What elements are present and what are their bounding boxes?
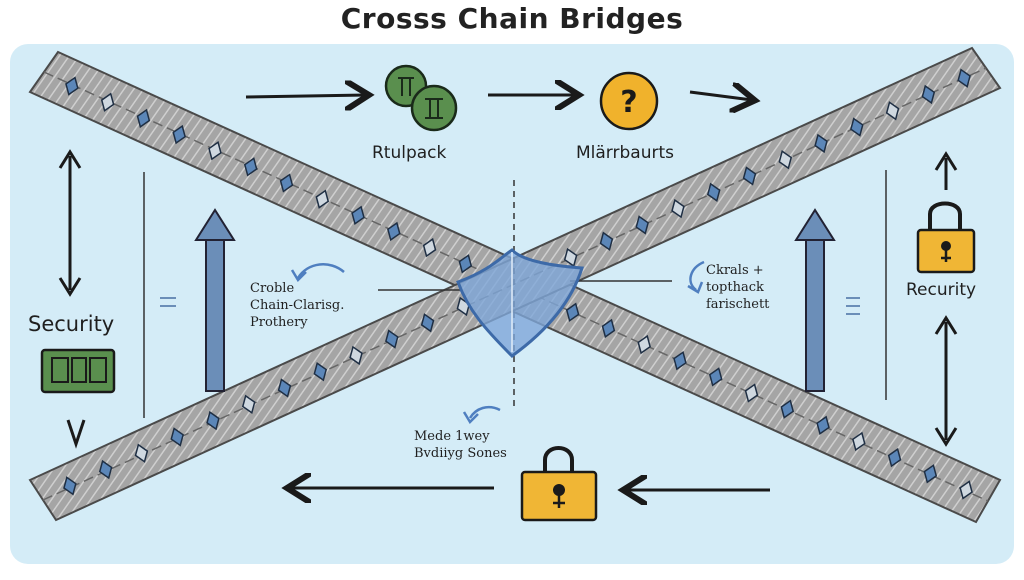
gem-icon [959,480,973,500]
left-note: Croble Chain-Clarisg. Prothery [250,280,344,331]
padlock-icon-bottom [520,446,598,522]
gem-icon [279,173,294,193]
wallet-icon [40,348,116,394]
diagram-title: Crosss Chain Bridges [340,2,684,35]
left-note-line-1: Croble [250,281,295,296]
left-equals-mark [160,297,176,307]
gem-icon [387,221,401,242]
gem-icon [458,254,473,274]
gem-icon [635,215,649,235]
padlock-icon [916,201,976,274]
shield-icon [456,248,584,358]
gem-icon [671,198,685,219]
right-curve-arrow [689,260,705,291]
gem-icon [744,383,759,403]
gem-icon [420,313,435,333]
gem-icon [351,205,365,225]
gem-icon [277,378,292,398]
gem-icon [313,362,328,382]
gem-icon [315,189,330,209]
left-note-line-3: Prothery [250,315,308,330]
left-curve-arrow-head [290,269,307,283]
gem-icon [98,459,113,480]
left-blue-up-arrow [194,208,236,392]
gem-icon [850,117,864,137]
gem-icon [170,427,184,447]
gem-icon [852,431,866,452]
gem-icon [243,157,258,177]
left-double-arrow [58,149,82,297]
right-note-line-2: topthack [706,280,764,295]
right-side-label: Recurity [906,280,977,300]
top-arrow-1 [245,95,366,97]
gem-icon [349,345,363,366]
gem-icon [601,318,616,339]
gem-icon [385,329,399,349]
right-note-line-3: farischett [706,297,770,312]
bottom-curve-arrow [468,406,501,419]
gem-icon [778,150,793,170]
top-arrow-3 [689,92,752,100]
left-side-label: Security [28,312,115,336]
gem-icon [63,476,77,496]
top-right-node-label: Mlärrbaurts [576,143,674,163]
svg-text:?: ? [620,85,637,120]
gem-icon [742,166,757,186]
bottom-note-line-2: Bvdiiyg Sones [414,446,507,461]
gem-icon [957,68,971,88]
gem-icon [599,231,614,251]
gem-icon [136,108,151,129]
gem-icon [100,92,115,112]
gem-icon [885,101,900,121]
gem-icon [673,351,687,371]
gem-icon [134,443,149,463]
gem-icon [172,124,186,145]
gem-icon [241,394,256,414]
bottom-note: Mede 1wey Bvdiiyg Sones [414,428,507,462]
coin-stack-icon [384,64,458,132]
right-note-line-1: Ckrals + [706,263,764,278]
gem-icon [206,410,220,431]
gem-icon [706,182,721,202]
left-lower-arrow [66,419,86,449]
left-note-line-2: Chain-Clarisg. [250,298,345,313]
right-up-arrow [934,151,958,190]
left-curve-arrow [296,263,345,279]
gem-icon [208,141,222,161]
right-double-arrow [934,315,958,447]
gem-icon [637,334,651,355]
right-curve-arrow-head [687,281,704,294]
gem-icon [887,447,902,468]
right-note: Ckrals + topthack farischett [706,262,769,313]
gem-icon [422,237,437,258]
gem-icon [814,133,828,154]
gem-icon [565,302,580,322]
gem-icon [65,76,79,96]
gem-icon [923,464,938,484]
bottom-curve-arrow-head [462,411,479,425]
bridge-gems [63,68,973,500]
top-left-node-label: Rtulpack [372,143,447,163]
right-equals-mark [846,297,860,315]
gem-icon [921,84,936,105]
bottom-note-line-1: Mede 1wey [414,429,490,444]
right-blue-up-arrow [794,208,836,392]
gem-icon [708,367,723,387]
gem-icon [816,415,830,435]
gem-icon [780,399,795,419]
question-mark-icon: ? [599,71,659,131]
